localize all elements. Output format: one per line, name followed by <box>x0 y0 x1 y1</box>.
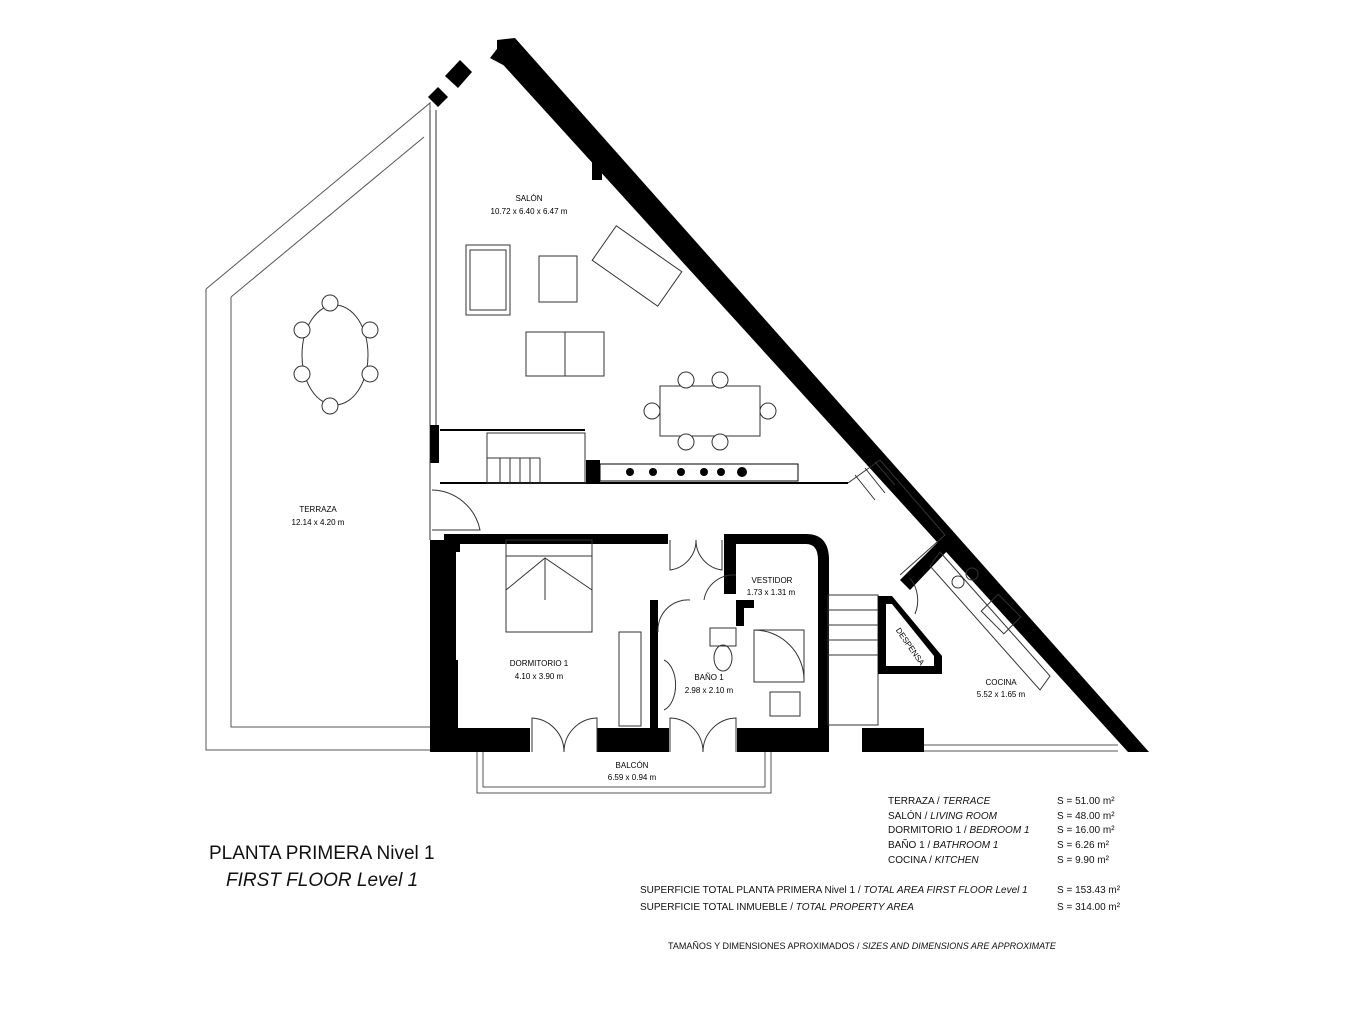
total-value: S = 314.00 m² <box>1057 902 1121 913</box>
bed <box>505 539 642 727</box>
area-value: S = 51.00 m² <box>1057 796 1115 807</box>
planter <box>586 460 799 484</box>
area-row: DORMITORIO 1 / BEDROOM 1 <box>888 825 1030 836</box>
salon-dims: 10.72 x 6.40 x 6.47 m <box>491 207 568 216</box>
area-value: S = 9.90 m² <box>1057 855 1109 866</box>
bano-label: BAÑO 1 <box>694 673 724 682</box>
area-row: SALÓN / LIVING ROOM <box>888 811 997 822</box>
cocina-label: COCINA <box>985 678 1017 687</box>
doors <box>431 489 919 753</box>
kitchen-walls <box>900 540 1051 691</box>
area-row: BAÑO 1 / BATHROOM 1 <box>888 840 999 851</box>
stairs-east <box>827 459 946 726</box>
balcon-label: BALCÓN <box>616 761 649 770</box>
total-value: S = 153.43 m² <box>1057 885 1121 896</box>
salon-label: SALÓN <box>515 194 542 203</box>
title-spanish: PLANTA PRIMERA Nivel 1 <box>209 843 435 864</box>
total-row: SUPERFICIE TOTAL PLANTA PRIMERA Nivel 1 … <box>640 885 1028 896</box>
area-value: S = 16.00 m² <box>1057 825 1115 836</box>
cocina-dims: 5.52 x 1.65 m <box>977 690 1026 699</box>
total-row: SUPERFICIE TOTAL INMUEBLE / TOTAL PROPER… <box>640 902 914 913</box>
area-value: S = 48.00 m² <box>1057 811 1115 822</box>
west-glazing <box>429 110 437 540</box>
bano-dims: 2.98 x 2.10 m <box>685 686 734 695</box>
outer-walls <box>428 38 1149 752</box>
terrace-outline <box>205 101 432 751</box>
area-row: TERRAZA / TERRACE <box>888 796 991 807</box>
bedroom-walls <box>444 534 829 752</box>
terraza-label: TERRAZA <box>299 505 337 514</box>
room-labels: SALÓN 10.72 x 6.40 x 6.47 m TERRAZA 12.1… <box>292 194 1026 782</box>
balcony-outline <box>476 752 772 794</box>
title-english: FIRST FLOOR Level 1 <box>226 870 419 891</box>
dormitorio-label: DORMITORIO 1 <box>510 659 569 668</box>
pantry <box>878 596 942 674</box>
vestidor-label: VESTIDOR <box>752 576 793 585</box>
terraza-dims: 12.14 x 4.20 m <box>292 518 345 527</box>
approximate-note: TAMAÑOS Y DIMENSIONES APROXIMADOS / SIZE… <box>668 941 1056 951</box>
south-glazing <box>924 744 1118 752</box>
vestidor-dims: 1.73 x 1.31 m <box>747 588 796 597</box>
interior-walls <box>440 429 848 541</box>
terrace-table <box>293 294 379 415</box>
living-furniture <box>465 225 777 451</box>
area-row: COCINA / KITCHEN <box>888 855 979 866</box>
area-value: S = 6.26 m² <box>1057 840 1109 851</box>
dormitorio-dims: 4.10 x 3.90 m <box>515 672 564 681</box>
bathroom-fixtures <box>663 627 805 717</box>
stair-top <box>486 432 586 484</box>
balcon-dims: 6.59 x 0.94 m <box>608 773 657 782</box>
